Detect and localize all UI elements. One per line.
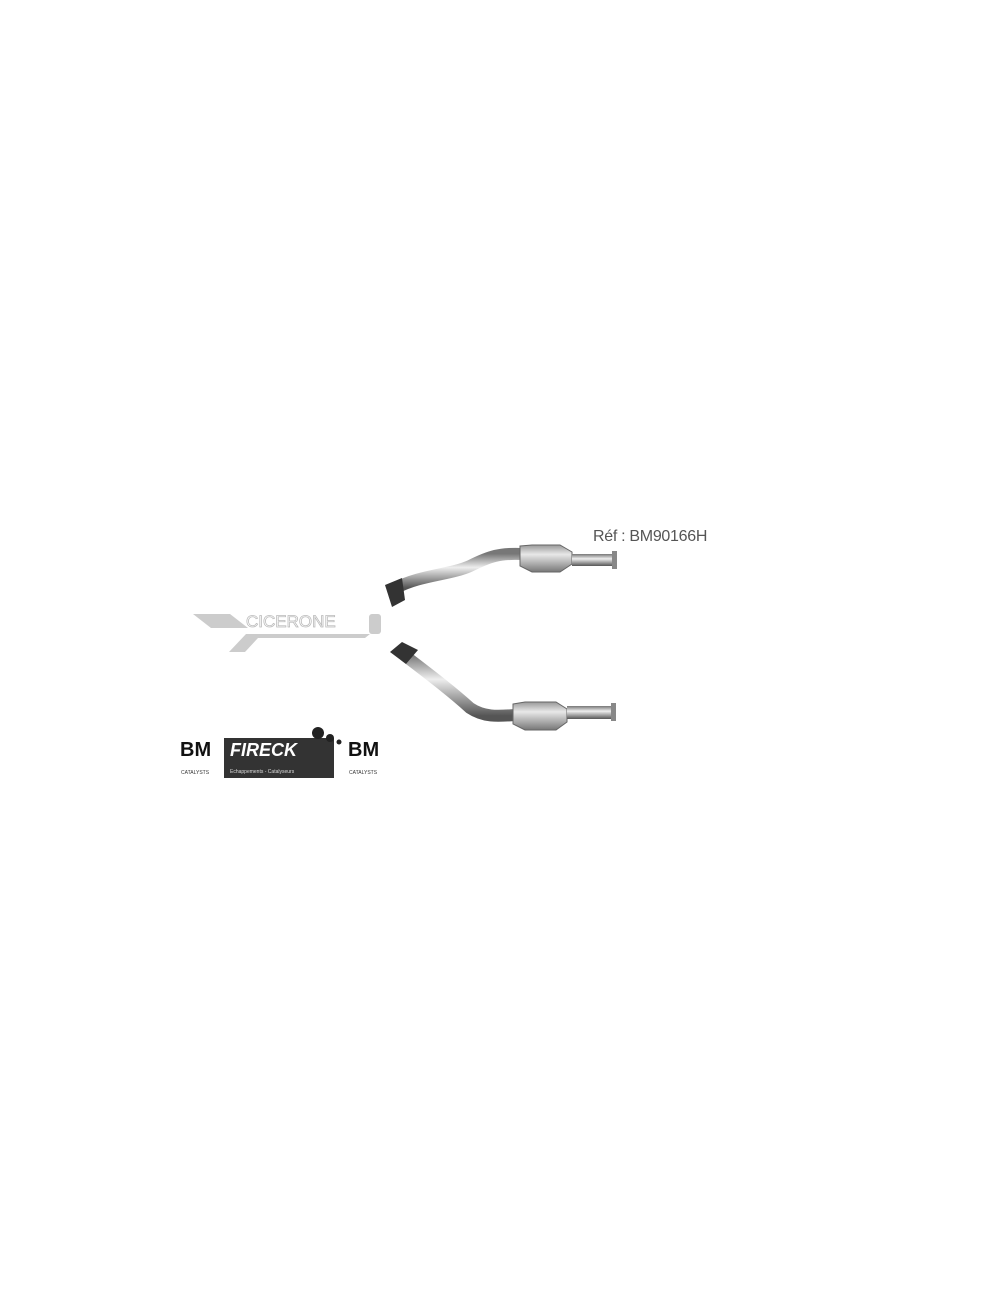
bm-catalysts-logo-left: BM CATALYSTS [180, 739, 211, 776]
bm-right-subtext: CATALYSTS [349, 770, 378, 776]
fireck-text: FIRECK [230, 740, 299, 760]
bm-left-subtext: CATALYSTS [181, 770, 210, 776]
fireck-subtext: Echappements - Catalyseurs [230, 769, 295, 775]
cicerone-text: CICERONE [246, 612, 336, 631]
bm-right-text: BM [348, 739, 379, 761]
fireck-logo: FIRECK Echappements - Catalyseurs [224, 727, 342, 778]
catalytic-converter-lower [390, 642, 616, 731]
bm-catalysts-logo-right: BM CATALYSTS [348, 739, 379, 776]
catalytic-converter-upper [385, 544, 617, 607]
product-reference: Réf : BM90166H [593, 528, 708, 545]
cicerone-watermark-logo: CICERONE [193, 612, 381, 652]
bm-left-text: BM [180, 739, 211, 761]
